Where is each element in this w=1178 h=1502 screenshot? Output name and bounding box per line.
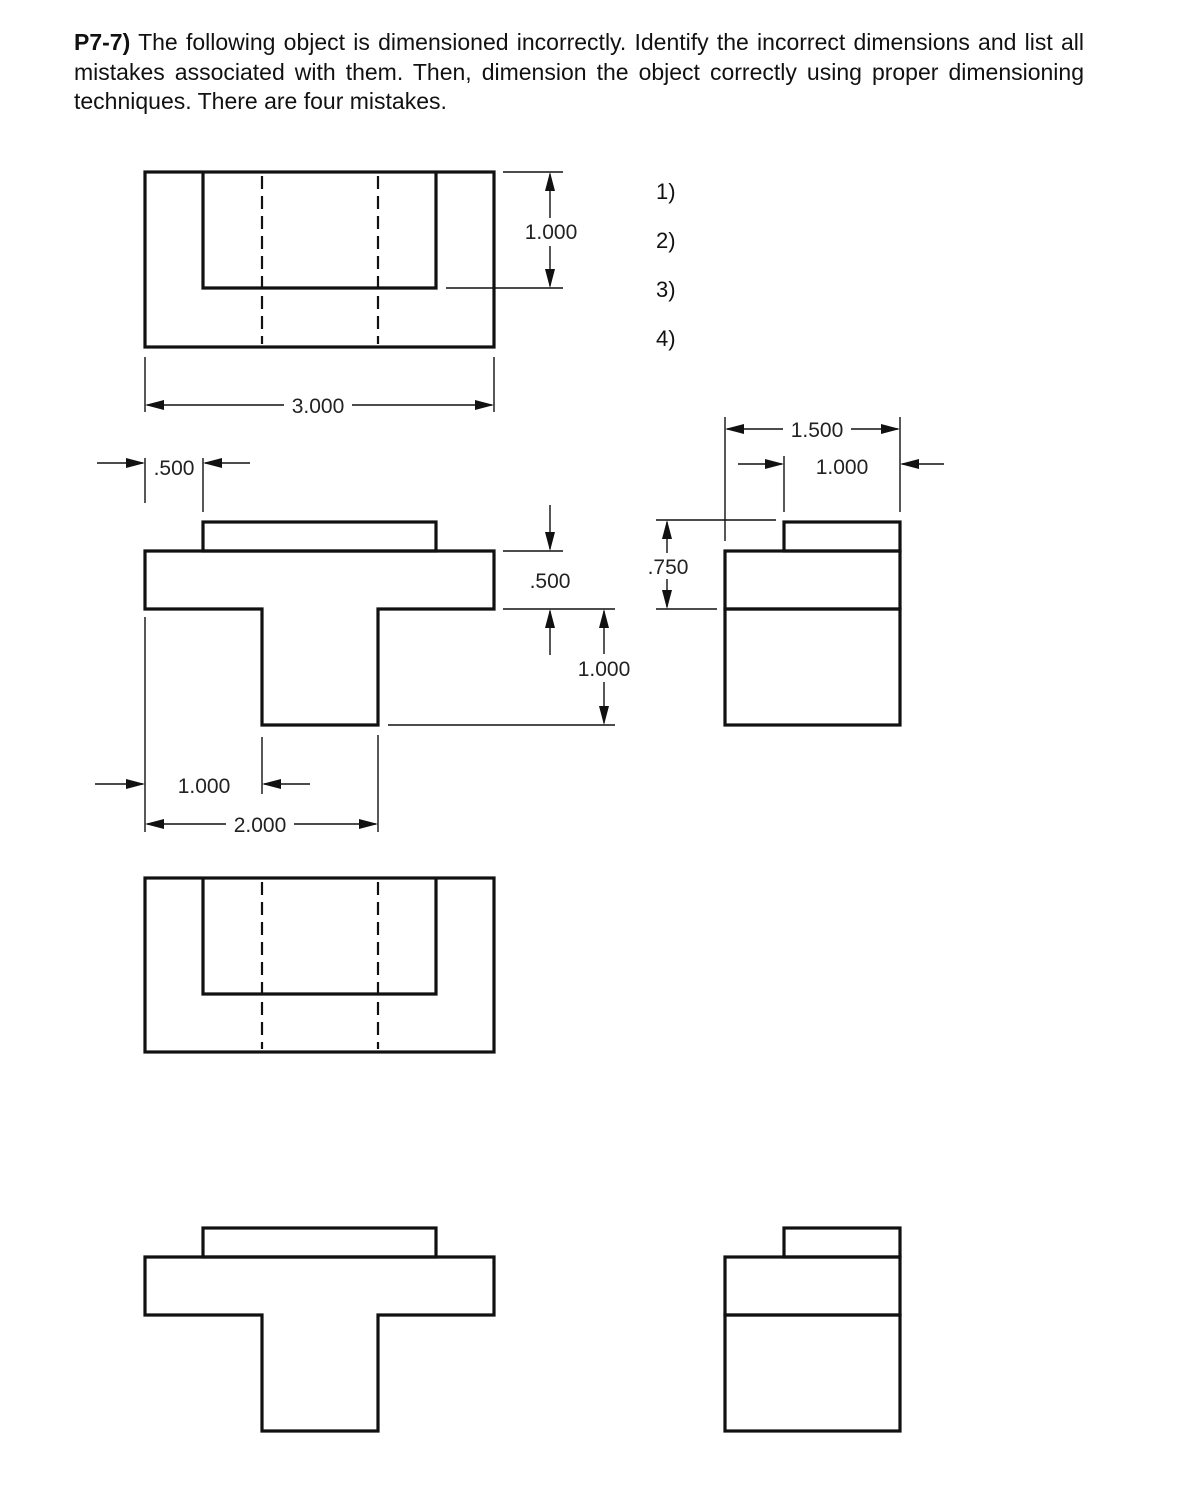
dim-side-boss-depth: 1.000 [816, 456, 869, 479]
dim-front-stem-height: 1.000 [578, 658, 631, 681]
arrowhead [599, 706, 609, 725]
arrowhead [900, 459, 919, 469]
arrowhead [725, 424, 744, 434]
arrowhead [126, 458, 145, 468]
arrowhead [545, 269, 555, 288]
arrowhead [599, 609, 609, 628]
dim-front-flange-thickness: .500 [530, 570, 571, 593]
arrowhead [203, 458, 222, 468]
side-view-flange [723, 549, 902, 611]
dim-side-depth-total: 1.500 [791, 419, 844, 442]
side-view-blank [723, 1226, 902, 1433]
dim-top-view-width: 3.000 [292, 395, 345, 418]
side-view-boss [782, 520, 902, 553]
arrowhead [475, 400, 494, 410]
front-view-dimensioned: .500 .500 1.000 1.000 2.000 [95, 457, 637, 837]
arrowhead [765, 459, 784, 469]
arrowhead [545, 609, 555, 628]
front-view-outline [143, 549, 496, 727]
side-view-boss [782, 1226, 902, 1259]
front-view-boss [201, 520, 438, 553]
answer-list: 1) 2) 3) 4) [656, 179, 676, 351]
top-view-slot [201, 172, 438, 290]
arrowhead [145, 819, 164, 829]
top-view-slot [201, 878, 438, 996]
problem-id: P7-7) [74, 29, 131, 55]
arrowhead [662, 590, 672, 609]
arrowhead [126, 779, 145, 789]
side-view-flange [723, 1255, 902, 1317]
answer-item: 2) [656, 228, 676, 253]
top-view-outline [143, 170, 496, 349]
side-view-body [723, 1313, 902, 1433]
answer-item: 3) [656, 277, 676, 302]
arrowhead [662, 520, 672, 539]
arrowhead [545, 172, 555, 191]
dim-top-view-height: 1.000 [525, 221, 578, 244]
arrowhead [545, 532, 555, 551]
dim-front-stem-right: 2.000 [234, 814, 287, 837]
top-view-dimensioned: 1.000 3.000 [143, 170, 582, 418]
dim-side-height: .750 [648, 556, 689, 579]
arrowhead [262, 779, 281, 789]
answer-item: 4) [656, 326, 676, 351]
arrowhead [881, 424, 900, 434]
front-view-boss [201, 1226, 438, 1259]
side-view-body [723, 607, 902, 727]
arrowhead [145, 400, 164, 410]
top-view-blank [143, 876, 496, 1054]
problem-text: The following object is dimensioned inco… [74, 29, 1084, 114]
side-view-dimensioned: 1.500 1.000 .750 [642, 416, 944, 727]
problem-statement: P7-7) The following object is dimensione… [74, 28, 1084, 117]
front-view-outline [143, 1255, 496, 1433]
dim-front-offset-left: .500 [154, 457, 195, 480]
dim-front-stem-left: 1.000 [178, 775, 231, 798]
top-view-outline [143, 876, 496, 1054]
front-view-blank [143, 1226, 496, 1433]
answer-item: 1) [656, 179, 676, 204]
arrowhead [359, 819, 378, 829]
